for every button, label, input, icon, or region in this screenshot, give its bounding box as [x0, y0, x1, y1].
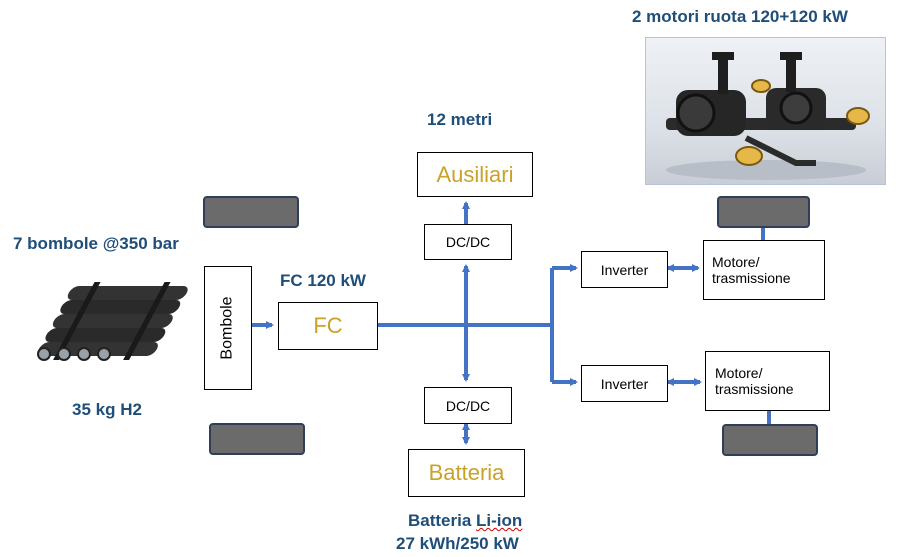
fc-title: FC 120 kW: [280, 271, 366, 291]
ausiliari-label: Ausiliari: [436, 162, 513, 188]
dcdc-top-label: DC/DC: [446, 234, 490, 250]
motors-title: 2 motori ruota 120+120 kW: [632, 7, 848, 27]
dcdc-bottom-block: DC/DC: [424, 387, 512, 424]
inverter-bottom-label: Inverter: [601, 376, 648, 392]
fc-block: FC: [278, 302, 378, 350]
wheel-front-right: [717, 196, 810, 228]
dcdc-bottom-label: DC/DC: [446, 398, 490, 414]
hydrogen-mass-label: 35 kg H2: [72, 400, 142, 420]
bombole-block: Bombole: [204, 266, 252, 390]
battery-title: Batteria Li-ion: [408, 511, 522, 531]
batteria-block: Batteria: [408, 449, 525, 497]
bombole-label: Bombole: [219, 296, 237, 359]
hydrogen-tanks-image: [30, 268, 198, 368]
wheel-rear-left: [209, 423, 305, 455]
inverter-top-block: Inverter: [581, 251, 668, 288]
motore-top-block: Motore/ trasmissione: [703, 240, 825, 300]
battery-spec: 27 kWh/250 kW: [396, 534, 519, 554]
wheel-front-left: [203, 196, 299, 228]
inverter-bottom-block: Inverter: [581, 365, 668, 402]
tanks-title: 7 bombole @350 bar: [13, 234, 179, 254]
wheel-rear-right: [722, 424, 818, 456]
axle-motor-illustration: [646, 38, 885, 184]
battery-title-tech: Li-ion: [476, 511, 522, 530]
dcdc-top-block: DC/DC: [424, 224, 512, 260]
tanks-illustration: [30, 268, 198, 368]
motore-top-line2: trasmissione: [712, 270, 791, 286]
motore-bottom-line2: trasmissione: [715, 381, 794, 397]
batteria-label: Batteria: [429, 460, 505, 486]
motore-bottom-line1: Motore/: [715, 365, 762, 381]
inverter-top-label: Inverter: [601, 262, 648, 278]
motore-bottom-block: Motore/ trasmissione: [705, 351, 830, 411]
wheel-motors-image: [645, 37, 886, 185]
battery-title-prefix: Batteria: [408, 511, 476, 530]
motore-top-line1: Motore/: [712, 254, 759, 270]
length-label: 12 metri: [427, 110, 492, 130]
fc-label: FC: [313, 313, 342, 339]
ausiliari-block: Ausiliari: [417, 152, 533, 197]
